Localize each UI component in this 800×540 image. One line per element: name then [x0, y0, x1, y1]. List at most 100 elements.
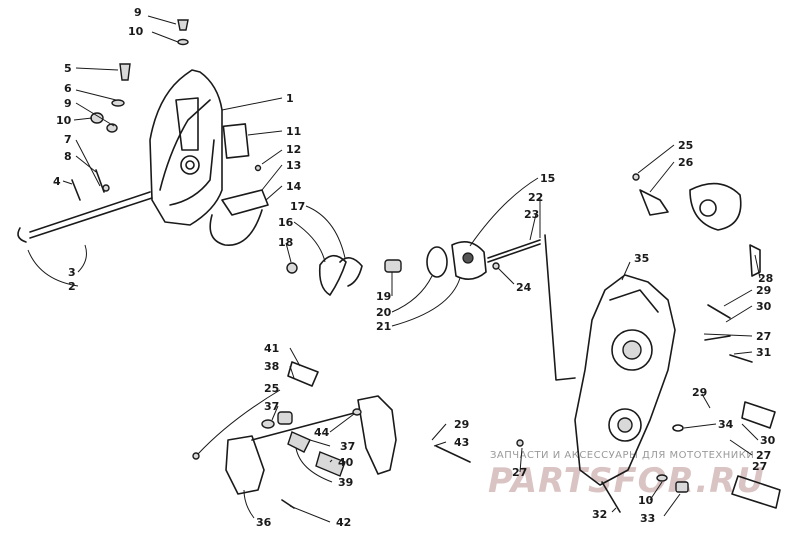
callout-label: 30 — [756, 300, 772, 313]
screw-head-part — [102, 184, 110, 192]
callout-label: 22 — [528, 191, 543, 204]
plate-part — [222, 123, 250, 159]
upper-right-bracket — [632, 173, 761, 277]
callout-label: 18 — [278, 236, 293, 249]
case-rib-part — [609, 289, 659, 313]
housing-boss-part — [180, 155, 200, 175]
callout-label: 19 — [376, 290, 391, 303]
callout-label: 36 — [256, 516, 272, 529]
left-housing-assembly — [17, 19, 269, 246]
flange-part — [689, 182, 742, 231]
bushing-part — [277, 411, 293, 425]
callout-label: 23 — [524, 208, 539, 221]
case-bore-part — [611, 329, 653, 371]
screw-head-part — [632, 173, 640, 181]
callout-label: 24 — [516, 281, 532, 294]
callout-label: 37 — [340, 440, 355, 453]
washer-part — [261, 419, 275, 429]
spring-part — [487, 243, 541, 263]
callout-label: 27 — [756, 449, 771, 462]
callout-label: 3 — [68, 266, 76, 279]
screw-part — [707, 304, 731, 319]
case-bore-part — [608, 408, 642, 442]
callout-label: 30 — [760, 434, 776, 447]
lever-part — [225, 435, 265, 495]
stud-part — [741, 401, 776, 429]
link-rod-part — [251, 411, 359, 441]
flange-bore-part — [699, 199, 717, 217]
callout-label: 5 — [64, 62, 72, 75]
clip-part — [492, 262, 500, 270]
callout-label: 21 — [376, 320, 391, 333]
housing-rib-part — [169, 139, 215, 206]
screw-head-part — [192, 452, 200, 460]
bolt-part — [119, 63, 131, 81]
pulley-part — [451, 240, 487, 280]
callout-label: 41 — [264, 342, 279, 355]
nut-part — [106, 123, 118, 133]
callout-label: 27 — [512, 466, 527, 479]
callout-label: 42 — [336, 516, 351, 529]
lever-part — [357, 395, 397, 475]
callout-labels: 9 10 5 6 9 10 7 8 4 3 2 1 11 12 13 14 17… — [53, 6, 776, 529]
right-case-assembly — [516, 234, 781, 513]
callout-label: 10 — [56, 114, 72, 127]
screw-head-part — [254, 164, 262, 172]
watermark-tagline: ЗАПЧАСТИ И АКСЕССУАРЫ ДЛЯ МОТОТЕХНИКИ — [490, 450, 754, 461]
callout-label: 29 — [692, 386, 707, 399]
callout-label: 4 — [53, 175, 61, 188]
housing-cover-part — [149, 69, 223, 226]
callout-label: 11 — [286, 125, 301, 138]
case-bore-inner-part — [622, 340, 642, 360]
callout-label: 14 — [286, 180, 302, 193]
shaft-end-part — [17, 227, 27, 243]
callout-label: 44 — [314, 426, 330, 439]
ring-part — [426, 246, 448, 278]
watermark-brand: PARTSFOR.RU — [488, 461, 765, 501]
callout-label: 8 — [64, 150, 72, 163]
case-bore-inner-part — [617, 417, 633, 433]
callout-label: 29 — [454, 418, 469, 431]
bushing-part — [384, 259, 402, 273]
callout-label: 31 — [756, 346, 771, 359]
callout-label: 15 — [540, 172, 555, 185]
callout-label: 20 — [376, 306, 392, 319]
stud-part — [731, 475, 781, 509]
callout-label: 40 — [338, 456, 354, 469]
callout-label: 37 — [264, 400, 279, 413]
spacer-part — [315, 451, 346, 477]
callout-label: 27 — [752, 460, 767, 473]
washer-part — [111, 99, 125, 107]
callout-label: 7 — [64, 133, 72, 146]
callout-label: 39 — [338, 476, 353, 489]
washer-part — [656, 474, 668, 482]
bushing-part — [287, 431, 311, 453]
callout-label: 16 — [278, 216, 294, 229]
bracket-part — [639, 189, 669, 216]
callout-label: 6 — [64, 82, 72, 95]
pin-part — [71, 179, 81, 201]
screw-part — [601, 481, 621, 513]
callout-label: 10 — [638, 494, 654, 507]
screw-part — [704, 335, 731, 341]
callout-label: 2 — [68, 280, 76, 293]
callout-label: 27 — [756, 330, 771, 343]
callout-label: 9 — [134, 6, 142, 19]
impeller-part — [318, 254, 347, 296]
washer-part — [352, 408, 362, 416]
callout-label: 43 — [454, 436, 469, 449]
callout-label: 28 — [758, 272, 773, 285]
callout-label: 26 — [678, 156, 694, 169]
callout-label: 29 — [756, 284, 771, 297]
washer-part — [177, 38, 189, 46]
nut-part — [286, 262, 298, 274]
callout-label: 35 — [634, 252, 649, 265]
pin-part — [287, 361, 319, 387]
callout-label: 9 — [64, 97, 72, 110]
bolt-part — [749, 244, 761, 277]
watermark: ЗАПЧАСТИ И АКСЕССУАРЫ ДЛЯ МОТОТЕХНИКИ PA… — [488, 450, 765, 501]
screw-head-part — [516, 439, 524, 447]
cable-part — [209, 209, 263, 246]
housing-bore-part — [185, 160, 195, 170]
